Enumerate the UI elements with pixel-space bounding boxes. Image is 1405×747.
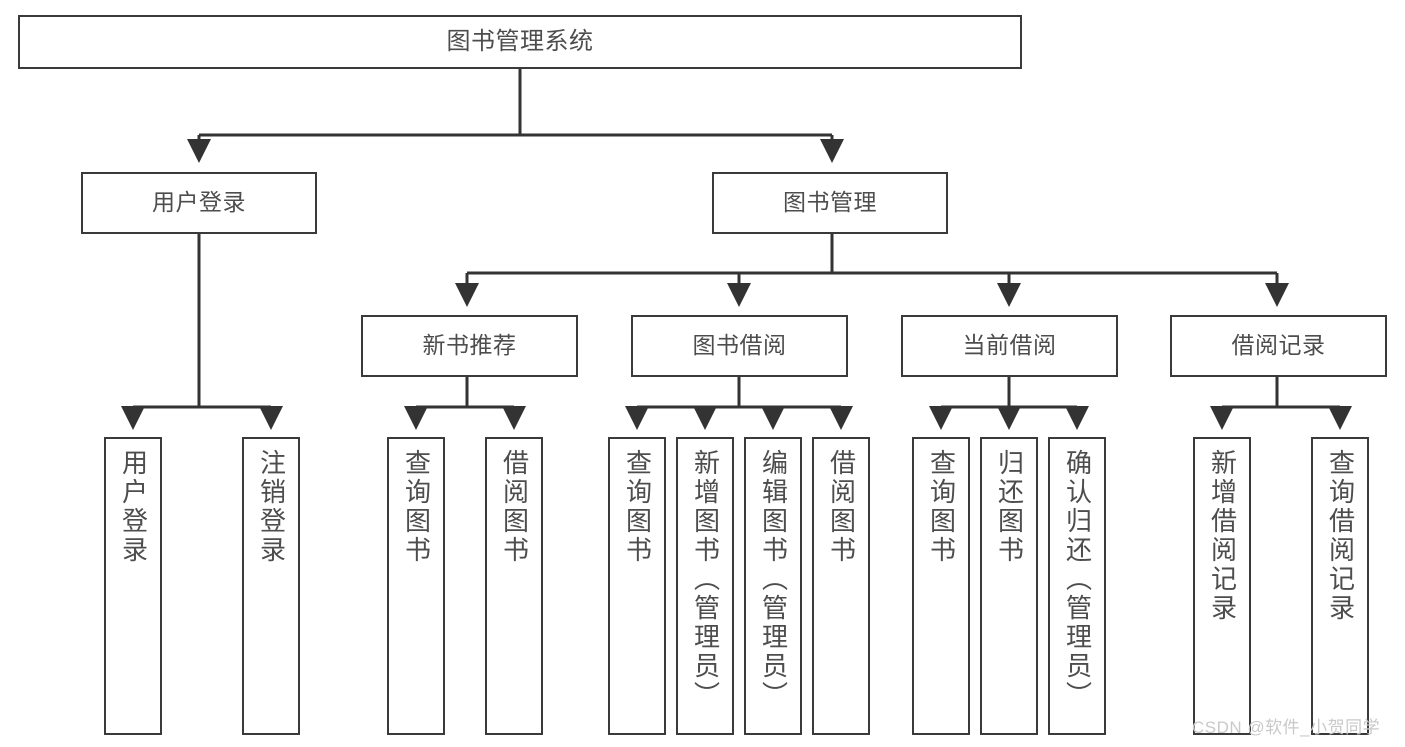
node-label: 用户登录 xyxy=(118,449,149,565)
node-new-book-recommend[interactable]: 新书推荐 xyxy=(361,315,578,377)
node-leaf-borrow-book-recommend[interactable]: 借阅图书 xyxy=(485,437,543,735)
node-label: 借阅图书 xyxy=(499,449,530,565)
csdn-watermark: CSDN @软件_小贺同学 xyxy=(1192,718,1381,737)
node-borrow-record[interactable]: 借阅记录 xyxy=(1170,315,1387,377)
node-leaf-query-book-recommend[interactable]: 查询图书 xyxy=(387,437,445,735)
node-book-borrow[interactable]: 图书借阅 xyxy=(631,315,848,377)
node-label: 注销登录 xyxy=(256,449,287,565)
node-leaf-query-borrow-record[interactable]: 查询借阅记录 xyxy=(1311,437,1369,735)
node-label: 图书借阅 xyxy=(692,332,787,359)
node-label: 用户登录 xyxy=(152,189,246,216)
node-label: 新书推荐 xyxy=(422,332,517,359)
node-leaf-logout-login[interactable]: 注销登录 xyxy=(242,437,300,735)
node-leaf-add-book[interactable]: 新增图书（管理员） xyxy=(676,437,734,735)
node-label: 编辑图书（管理员） xyxy=(758,449,789,710)
node-current-borrow[interactable]: 当前借阅 xyxy=(901,315,1118,377)
node-label: 当前借阅 xyxy=(962,332,1057,359)
node-label: 图书管理 xyxy=(783,189,877,216)
node-leaf-query-book-borrow[interactable]: 查询图书 xyxy=(608,437,666,735)
node-label: 借阅记录 xyxy=(1231,332,1326,359)
node-leaf-return-book[interactable]: 归还图书 xyxy=(980,437,1038,735)
node-leaf-user-login[interactable]: 用户登录 xyxy=(104,437,162,735)
node-user-login[interactable]: 用户登录 xyxy=(81,172,317,234)
node-leaf-query-book-current[interactable]: 查询图书 xyxy=(912,437,970,735)
node-label: 查询图书 xyxy=(926,449,957,565)
node-label: 归还图书 xyxy=(994,449,1025,565)
node-label: 图书管理系统 xyxy=(446,27,594,55)
node-label: 查询图书 xyxy=(622,449,653,565)
node-leaf-edit-book[interactable]: 编辑图书（管理员） xyxy=(744,437,802,735)
node-leaf-borrow-book[interactable]: 借阅图书 xyxy=(812,437,870,735)
node-label: 查询图书 xyxy=(401,449,432,565)
node-book-management[interactable]: 图书管理 xyxy=(712,172,948,234)
node-label: 查询借阅记录 xyxy=(1325,449,1356,623)
node-leaf-add-borrow-record[interactable]: 新增借阅记录 xyxy=(1193,437,1251,735)
node-label: 新增借阅记录 xyxy=(1207,449,1238,623)
node-root-system[interactable]: 图书管理系统 xyxy=(18,15,1022,69)
node-label: 确认归还（管理员） xyxy=(1062,449,1093,710)
node-label: 借阅图书 xyxy=(826,449,857,565)
node-label: 新增图书（管理员） xyxy=(690,449,721,710)
node-leaf-confirm-return[interactable]: 确认归还（管理员） xyxy=(1048,437,1106,735)
